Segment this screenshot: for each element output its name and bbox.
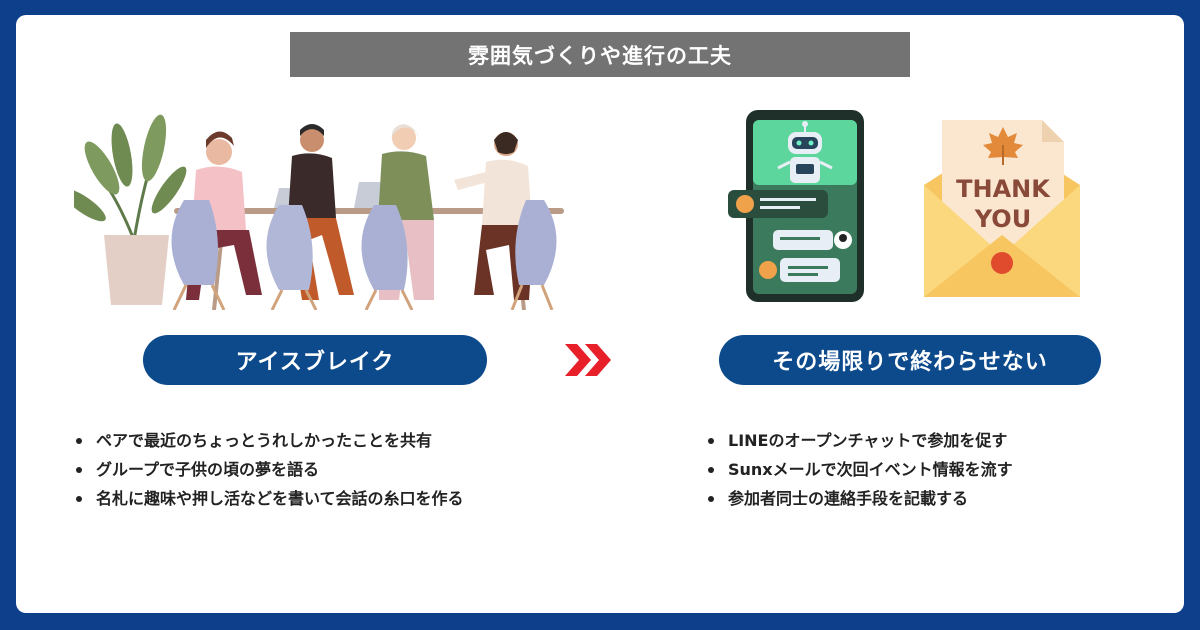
meeting-people-illustration xyxy=(74,114,564,310)
follow-up-list: LINEのオープンチャットで参加を促す Sunxメールで次回イベント情報を流す … xyxy=(706,426,1013,513)
maple-leaf-icon xyxy=(983,127,1023,165)
list-item: Sunxメールで次回イベント情報を流す xyxy=(706,455,1013,484)
icebreak-label: アイスブレイク xyxy=(143,335,487,385)
robot-icon xyxy=(777,121,833,183)
list-item: 参加者同士の連絡手段を記載する xyxy=(706,484,1013,513)
page-title: 雰囲気づくりや進行の工夫 xyxy=(290,32,910,77)
list-item: 名札に趣味や押し活などを書いて会話の糸口を作る xyxy=(74,484,464,513)
list-item: ペアで最近のちょっとうれしかったことを共有 xyxy=(74,426,464,455)
list-item: グループで子供の頃の夢を語る xyxy=(74,455,464,484)
icebreak-list: ペアで最近のちょっとうれしかったことを共有 グループで子供の頃の夢を語る 名札に… xyxy=(74,426,464,513)
thank-text: THANK xyxy=(956,175,1051,203)
you-text: YOU xyxy=(974,205,1031,233)
plant-icon xyxy=(74,114,187,305)
list-item: LINEのオープンチャットで参加を促す xyxy=(706,426,1013,455)
follow-up-label: その場限りで終わらせない xyxy=(719,335,1101,385)
chatbot-phone-illustration xyxy=(728,110,864,302)
thank-you-envelope-illustration: THANK YOU xyxy=(924,120,1080,297)
main-card: 雰囲気づくりや進行の工夫 xyxy=(16,15,1184,613)
double-chevron-right-icon xyxy=(565,344,611,376)
